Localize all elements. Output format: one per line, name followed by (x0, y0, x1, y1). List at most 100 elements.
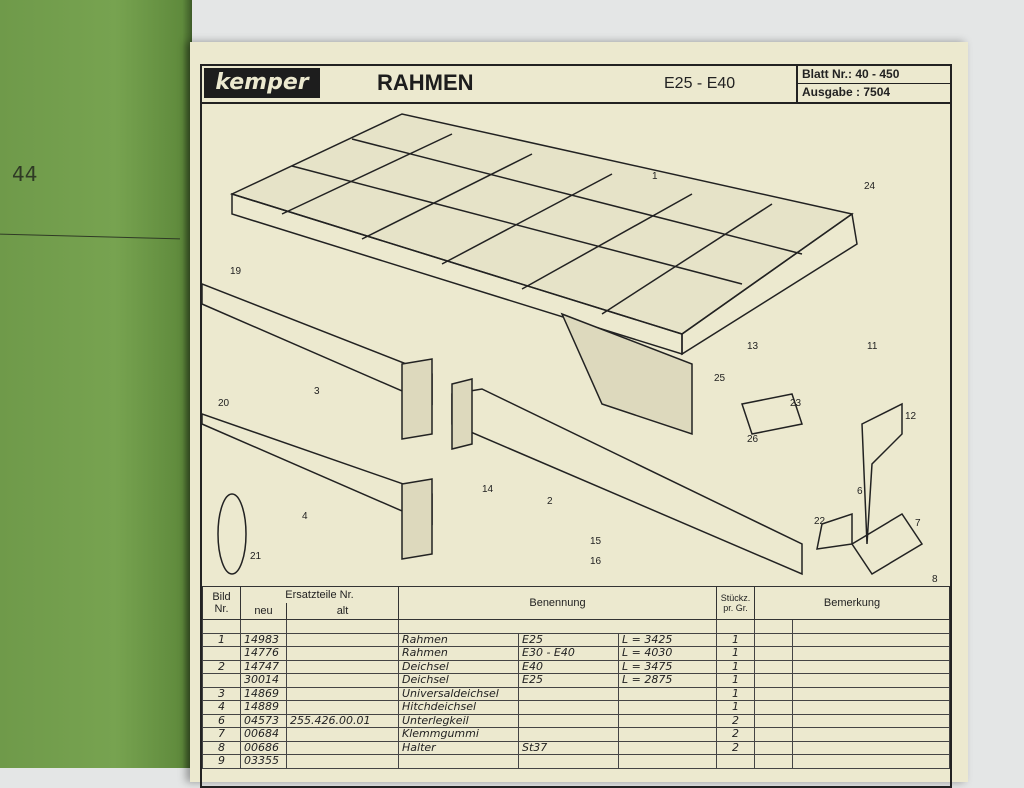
part-number-old (286, 740, 399, 755)
callout-16: 16 (590, 556, 602, 567)
quantity: 1 (716, 673, 755, 688)
header-benennung: Benennung (398, 586, 717, 620)
description (398, 754, 519, 769)
edition: Ausgabe : 7504 (802, 85, 891, 99)
length: L = 3425 (618, 632, 717, 647)
bild-nr: 3 (202, 686, 241, 701)
length (618, 727, 717, 742)
remark-cell (754, 632, 793, 647)
description: Unterlegkeil (398, 713, 519, 728)
part-number-old (286, 632, 399, 647)
part-number-old (286, 754, 399, 769)
type (518, 713, 619, 728)
kemper-logo: kemper (204, 68, 320, 98)
remark-cell (792, 727, 950, 742)
type (518, 727, 619, 742)
callout-24: 24 (864, 181, 876, 192)
part-number-new: 04573 (240, 713, 287, 728)
bild-nr (202, 646, 241, 661)
header-stueckzahl: Stückz. pr. Gr. (716, 586, 755, 620)
remark-cell (792, 700, 950, 715)
callout-labels: 1 24 19 3 20 4 21 2 14 13 11 25 26 23 12… (218, 171, 938, 584)
callout-3: 3 (314, 386, 320, 397)
length (618, 686, 717, 701)
type: E25 (518, 632, 619, 647)
callout-26: 26 (747, 434, 759, 445)
header-neu: neu (240, 603, 287, 620)
frame-drawing (202, 113, 924, 576)
remark-cell (754, 673, 793, 688)
left-page: 44 (0, 0, 192, 768)
remark-cell (792, 659, 950, 674)
parts-table: Bild Nr. Ersatzteile Nr. Benennung Stück… (202, 586, 950, 769)
part-number-new: 14889 (240, 700, 287, 715)
remark-cell (754, 754, 793, 769)
remark-cell (754, 686, 793, 701)
callout-19: 19 (230, 266, 242, 277)
part-number-new: 14869 (240, 686, 287, 701)
type (518, 686, 619, 701)
page-title: RAHMEN (377, 70, 474, 95)
remark-cell (754, 713, 793, 728)
quantity: 2 (716, 713, 755, 728)
description: Deichsel (398, 673, 519, 688)
divider (0, 233, 180, 240)
callout-23: 23 (790, 398, 802, 409)
description: Hitchdeichsel (398, 700, 519, 715)
description: Deichsel (398, 659, 519, 674)
handwritten-page-number: 44 (12, 162, 38, 186)
type: St37 (518, 740, 619, 755)
part-number-old (286, 659, 399, 674)
callout-14: 14 (482, 484, 494, 495)
exploded-parts-diagram: 1 24 19 3 20 4 21 2 14 13 11 25 26 23 12… (202, 113, 938, 584)
quantity: 1 (716, 632, 755, 647)
part-number-new: 00684 (240, 727, 287, 742)
callout-21: 21 (250, 551, 262, 562)
part-number-old (286, 673, 399, 688)
length (618, 713, 717, 728)
length (618, 740, 717, 755)
description: Rahmen (398, 646, 519, 661)
callout-22: 22 (814, 516, 826, 527)
quantity (716, 754, 755, 769)
callout-12: 12 (905, 411, 917, 422)
part-number-old (286, 727, 399, 742)
callout-8: 8 (932, 574, 938, 584)
callout-4: 4 (302, 511, 308, 522)
remark-cell (792, 686, 950, 701)
quantity: 1 (716, 700, 755, 715)
quantity: 2 (716, 727, 755, 742)
type (518, 754, 619, 769)
callout-25: 25 (714, 373, 726, 384)
remark-cell (792, 713, 950, 728)
length (618, 754, 717, 769)
type: E30 - E40 (518, 646, 619, 661)
remark-cell (792, 740, 950, 755)
catalog-page: kemper RAHMEN E25 - E40 Blatt Nr.: 40 - … (190, 42, 968, 788)
callout-15: 15 (590, 536, 602, 547)
remark-cell (792, 646, 950, 661)
bild-nr: 8 (202, 740, 241, 755)
bild-nr: 9 (202, 754, 241, 769)
part-number-new: 14776 (240, 646, 287, 661)
length (618, 700, 717, 715)
callout-6: 6 (857, 486, 863, 497)
length: L = 2875 (618, 673, 717, 688)
description: Rahmen (398, 632, 519, 647)
quantity: 1 (716, 659, 755, 674)
sheet-info: Blatt Nr.: 40 - 450 Ausgabe : 7504 (796, 66, 952, 102)
bild-nr: 2 (202, 659, 241, 674)
remark-cell (754, 659, 793, 674)
type (518, 700, 619, 715)
callout-7: 7 (915, 518, 921, 529)
part-number-old: 255.426.00.01 (286, 713, 399, 728)
model-range: E25 - E40 (664, 75, 736, 92)
